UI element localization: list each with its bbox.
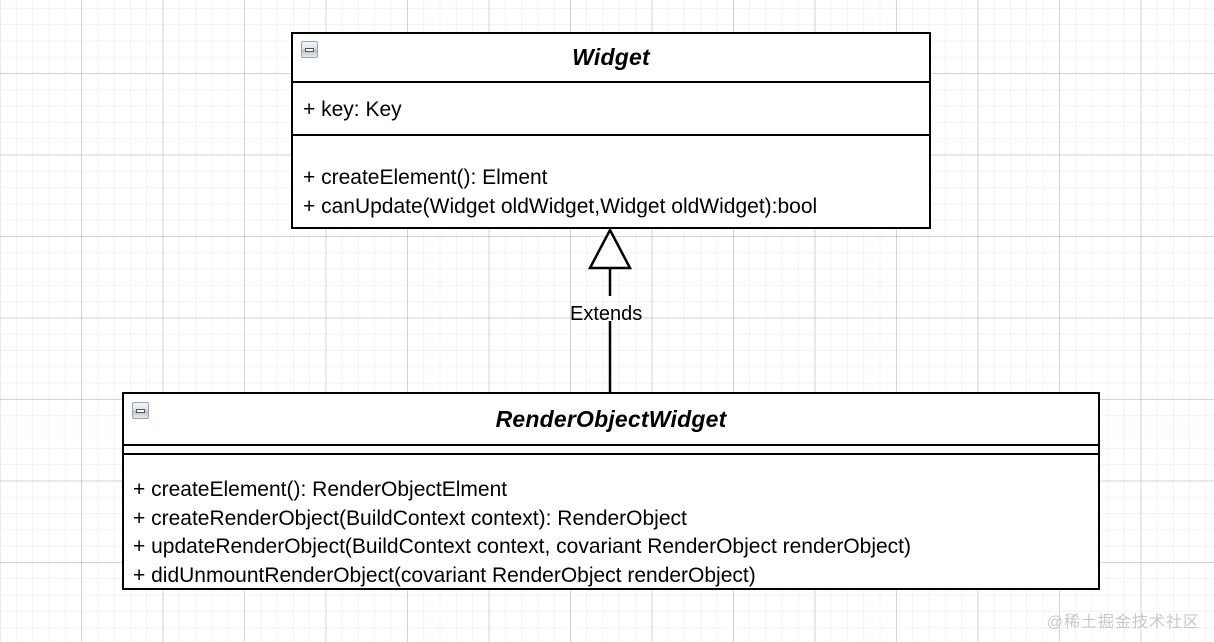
generalization-connector[interactable] [560,226,670,396]
uml-method-row: + createElement(): RenderObjectElment [133,478,508,501]
uml-attribute-row: + key: Key [303,98,402,121]
minus-glyph [305,47,314,52]
uml-class-widget[interactable]: Widget + key: Key + createElement(): Elm… [291,32,931,229]
uml-method-row: + createRenderObject(BuildContext contex… [133,506,687,530]
uml-class-widget-title-bar: Widget [293,34,929,81]
relationship-label-extends: Extends [570,303,643,325]
collapse-minus-icon[interactable] [132,402,149,419]
uml-class-widget-methods: + createElement(): Elment + canUpdate(Wi… [293,134,929,227]
uml-class-renderobjectwidget-methods: + createElement(): RenderObjectElment + … [124,453,1098,588]
uml-class-renderobjectwidget-attributes [124,444,1098,453]
uml-method-row: + createElement(): Elment [303,166,548,189]
uml-method-row: + canUpdate(Widget oldWidget,Widget oldW… [303,195,818,218]
uml-method-row: + updateRenderObject(BuildContext contex… [133,535,912,558]
hollow-triangle-arrowhead [587,227,633,270]
watermark: @稀土掘金技术社区 [1046,614,1200,631]
minus-glyph [136,408,145,413]
uml-class-renderobjectwidget-title-bar: RenderObjectWidget [124,394,1098,444]
uml-method-row: + didUnmountRenderObject(covariant Rende… [133,563,756,587]
uml-class-widget-attributes: + key: Key [293,81,929,134]
uml-class-widget-name: Widget [572,44,650,70]
collapse-minus-icon[interactable] [301,41,318,58]
uml-class-renderobjectwidget[interactable]: RenderObjectWidget + createElement(): Re… [122,392,1100,590]
uml-class-renderobjectwidget-name: RenderObjectWidget [495,405,727,432]
